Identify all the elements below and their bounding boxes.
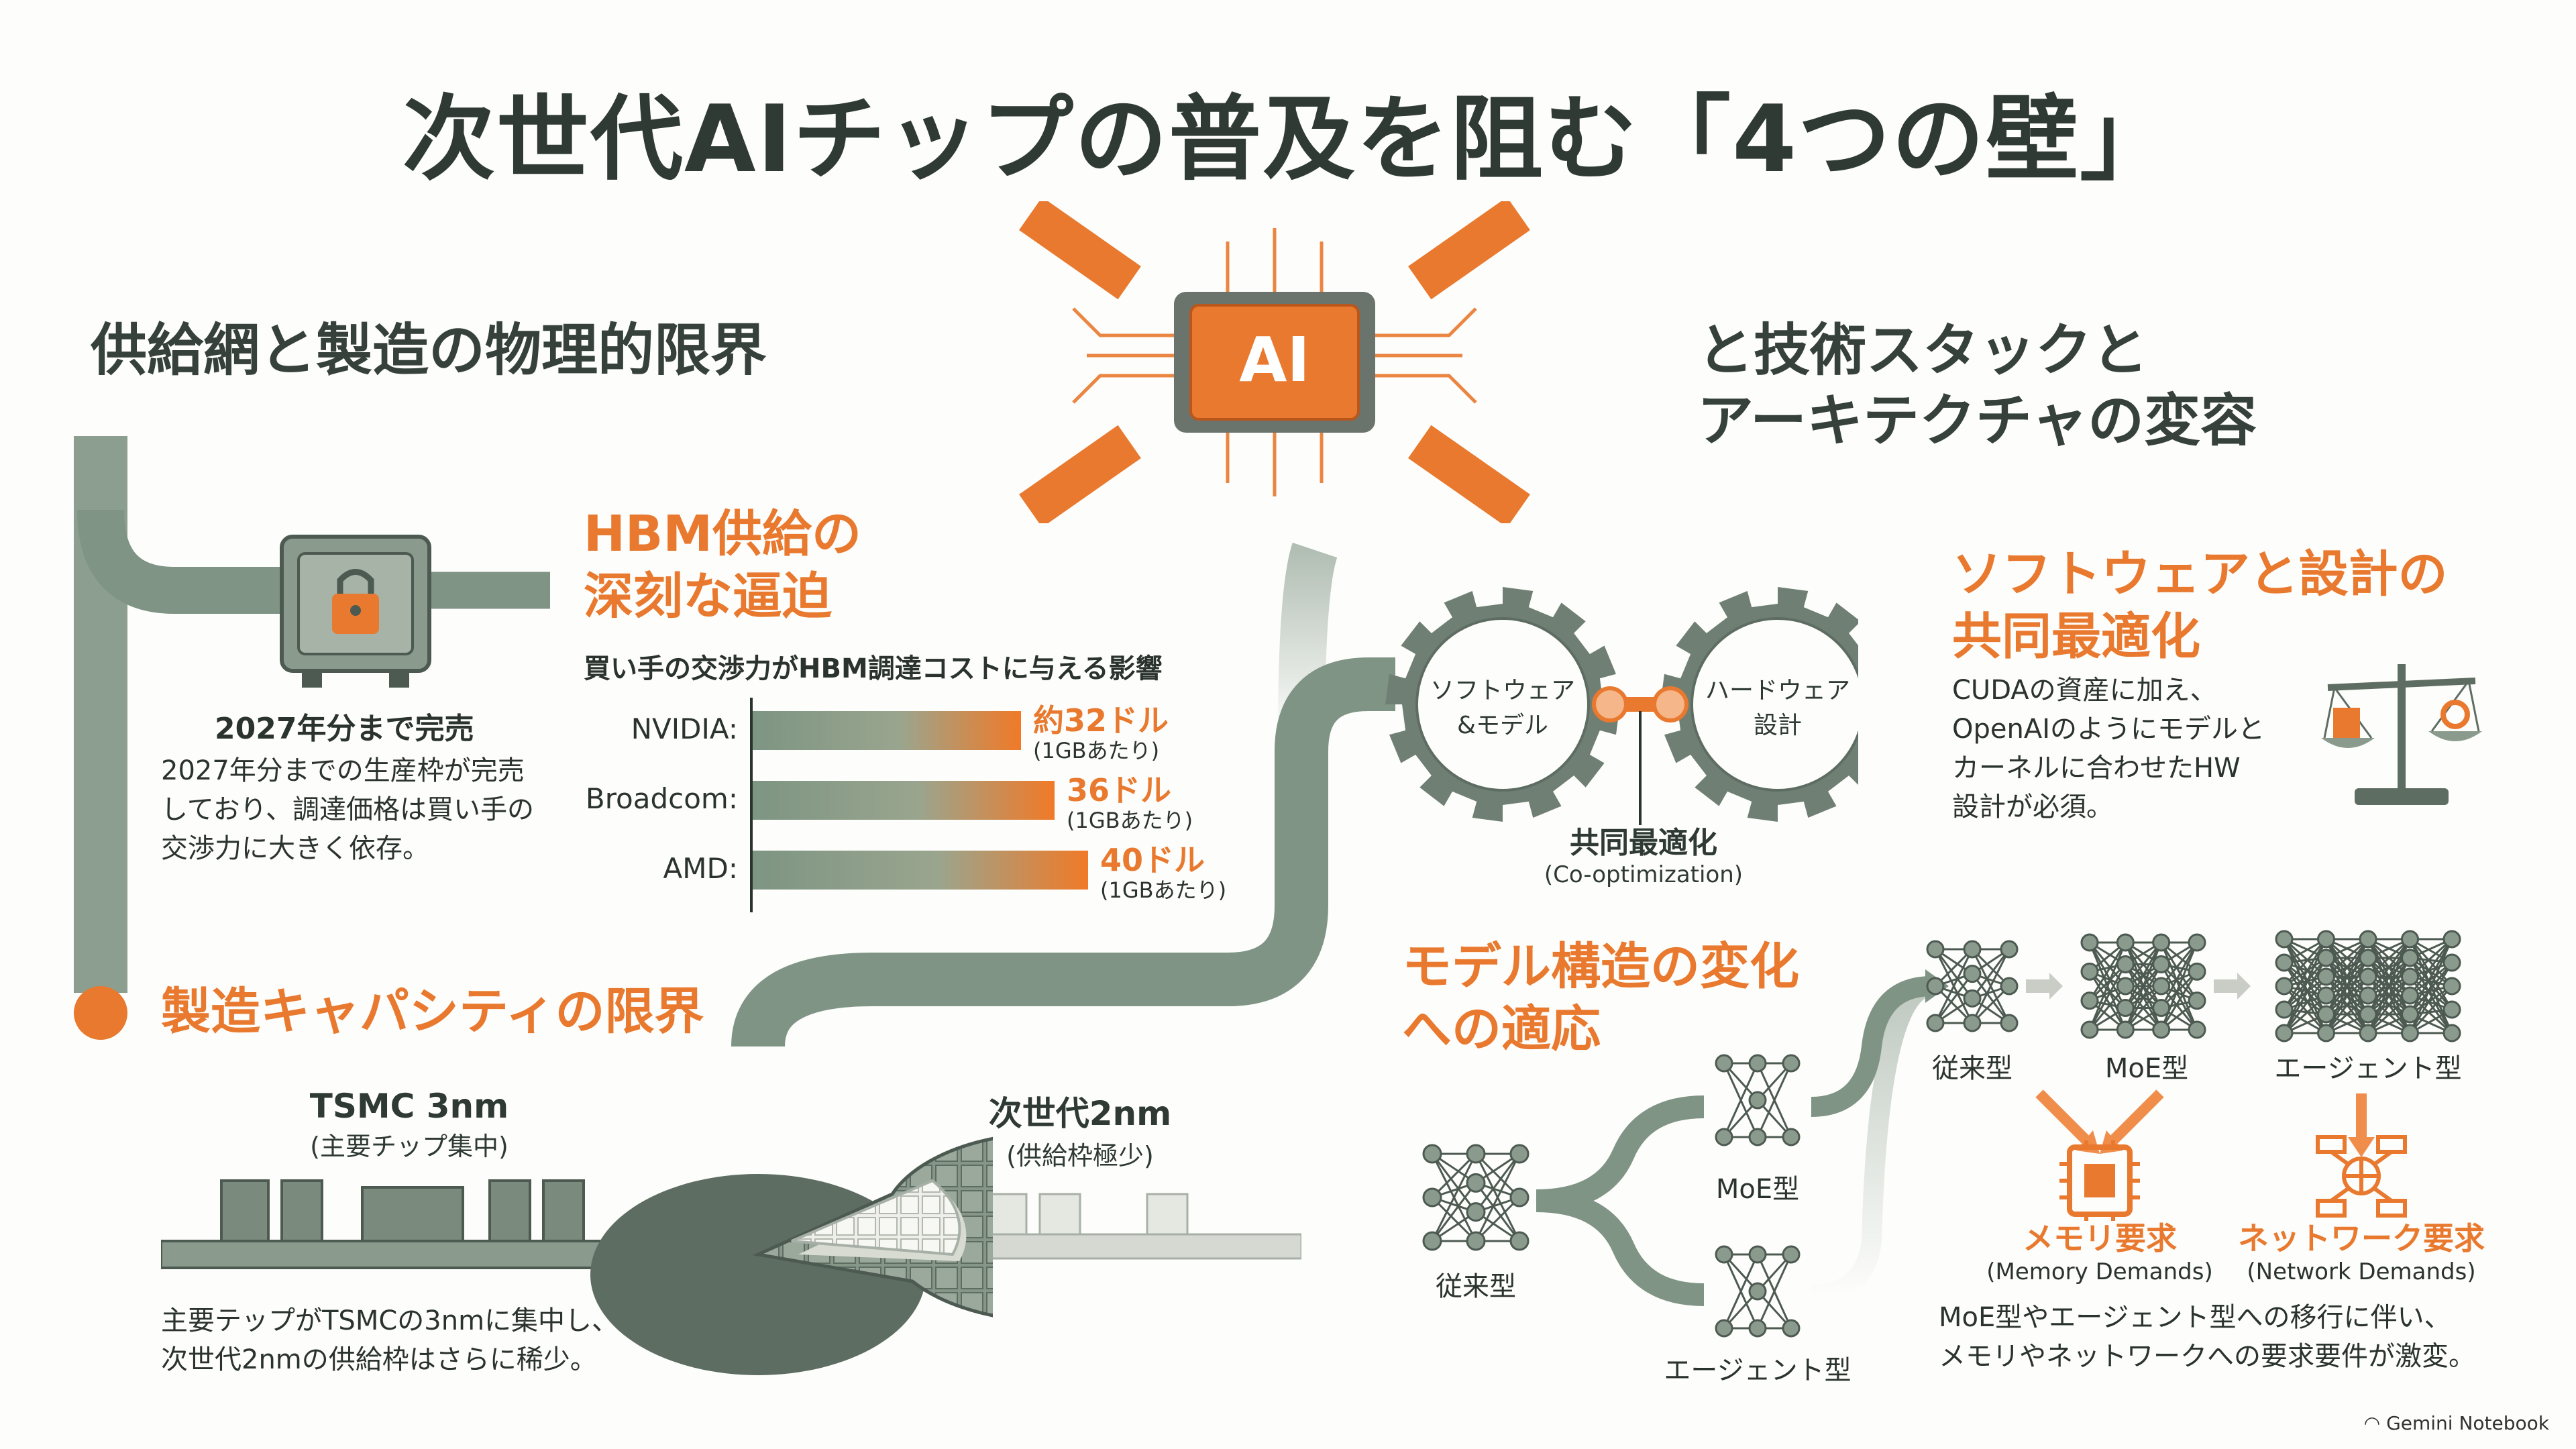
svg-text:AI: AI xyxy=(1239,324,1309,396)
tsmc3-sub: (主要チップ集中) xyxy=(310,1132,508,1161)
chart-title: 買い手の交渉力がHBM調達コストに与える影響 xyxy=(584,653,1163,684)
right-heading: と技術スタックと アーキテクチャの変容 xyxy=(1697,315,2257,456)
orange-dot xyxy=(74,986,127,1040)
arrows xyxy=(2026,973,2251,1000)
bar-unit-label: (1GBあたり) xyxy=(1033,738,1160,763)
model-body: MoE型やエージェント型への移行に伴い、 メモリやネットワークへの要求要件が激変… xyxy=(1939,1298,2475,1376)
tsmc3-label: TSMC 3nm (主要チップ集中) xyxy=(268,1087,550,1163)
manufacturing-body-line: 主要テップがTSMCの3nmに集中し、 xyxy=(161,1305,619,1336)
network-icon-conventional xyxy=(1422,1144,1529,1251)
right-heading-line1: と技術スタックと xyxy=(1697,317,2149,383)
sold-out-body-line: 交渉力に大きく依存。 xyxy=(161,833,429,864)
seq-label-1: 従来型 xyxy=(1932,1053,2012,1084)
cooptimization-title: 共同最適化 xyxy=(1570,826,1717,860)
seq-label-3: エージェント型 xyxy=(2274,1053,2462,1084)
next2-title: 次世代2nm xyxy=(988,1094,1172,1133)
bar-category-label: AMD: xyxy=(663,852,738,885)
sold-out-body: 2027年分までの生産枠が完売 しており、調達価格は買い手の 交渉力に大きく依存… xyxy=(161,751,534,868)
hbm-heading: HBM供給の 深刻な逼迫 xyxy=(584,503,861,627)
network-demand-sub: (Network Demands) xyxy=(2247,1258,2476,1285)
gear-right-label: ハードウェア 設計 xyxy=(1677,671,1878,741)
wafer-illustration xyxy=(590,1136,993,1375)
manufacturing-body: 主要テップがTSMCの3nmに集中し、 次世代2nmの供給枠はさらに稀少。 xyxy=(161,1301,619,1379)
seq-label-2: MoE型 xyxy=(2104,1053,2189,1084)
network-demand-title: ネットワーク要求 xyxy=(2238,1220,2485,1256)
cooptimization-heading-line: 共同最適化 xyxy=(1952,607,2200,665)
manufacturing-heading: 製造キャパシティの限界 xyxy=(161,983,704,1040)
memory-demand-title: メモリ要求 xyxy=(2023,1220,2177,1256)
manufacturing-body-line: 次世代2nmの供給枠はさらに稀少。 xyxy=(161,1344,597,1375)
sold-out-body-line: しており、調達価格は買い手の xyxy=(161,794,534,825)
left-heading: 供給網と製造の物理的限界 xyxy=(91,317,767,383)
network-icon-agent xyxy=(1715,1245,1801,1338)
model-heading-line: モデル構造の変化 xyxy=(1402,938,1799,996)
cooptimization-heading-line: ソフトウェアと設計の xyxy=(1952,545,2448,603)
bar xyxy=(753,711,1021,750)
ai-chip-illustration: AI xyxy=(1019,201,1530,523)
bar xyxy=(753,851,1088,890)
hbm-heading-line2: 深刻な逼迫 xyxy=(584,567,832,625)
memory-demand-sub: (Memory Demands) xyxy=(1986,1258,2213,1285)
next2-sub: (供給枠極少) xyxy=(1006,1141,1154,1171)
gear-right-line: ハードウェア xyxy=(1705,677,1850,704)
gear-left-line: ソフトウェア xyxy=(1430,677,1575,704)
network-icon-seq-conventional xyxy=(1926,940,2019,1032)
network-icon-seq-moe xyxy=(2080,933,2206,1039)
bar-value-label: 40ドル xyxy=(1100,842,1205,878)
bar-unit-label: (1GBあたり) xyxy=(1100,877,1227,903)
memory-demand: メモリ要求 (Memory Demands) xyxy=(1966,1214,2234,1285)
tsmc3-title: TSMC 3nm xyxy=(309,1087,509,1126)
network-icon-seq-agent xyxy=(2275,930,2461,1042)
bar-category-label: Broadcom: xyxy=(585,782,738,815)
balance-scale-icon xyxy=(2321,664,2482,805)
gear-left-label: ソフトウェア &モデル xyxy=(1402,671,1603,741)
model-heading: モデル構造の変化 への適応 xyxy=(1402,936,1799,1060)
cooptimization-body-line: カーネルに合わせたHW xyxy=(1952,753,2241,784)
locked-safe-icon xyxy=(280,535,431,688)
cooptimization-body-line: CUDAの資産に加え、 xyxy=(1952,675,2217,706)
model-body-line: メモリやネットワークへの要求要件が激変。 xyxy=(1939,1341,2475,1372)
bar-unit-label: (1GBあたり) xyxy=(1067,808,1193,833)
sold-out-body-line: 2027年分までの生産枠が完売 xyxy=(161,755,525,786)
brand-label: ◠ Gemini Notebook xyxy=(2364,1412,2549,1434)
model-body-line: MoE型やエージェント型への移行に伴い、 xyxy=(1939,1302,2451,1333)
network-demand: ネットワーク要求 (Network Demands) xyxy=(2227,1214,2496,1285)
tree-root-label: 従来型 xyxy=(1436,1271,1516,1302)
hbm-heading-line1: HBM供給の xyxy=(584,505,861,563)
hbm-cost-bar-chart: NVIDIA:約32ドル(1GBあたり)Broadcom:36ドル(1GBあたり… xyxy=(564,698,1234,926)
page-title: 次世代AIチップの普及を阻む「4つの壁」 xyxy=(402,85,2174,193)
gear-right-line: 設計 xyxy=(1753,712,1802,739)
gears-illustration xyxy=(1385,587,1858,825)
cooptimization-body: CUDAの資産に加え、 OpenAIのようにモデルと カーネルに合わせたHW 設… xyxy=(1952,671,2265,826)
memory-chip-icon xyxy=(2059,1140,2140,1221)
sold-out-title: 2027年分まで完売 xyxy=(215,712,474,746)
bar xyxy=(753,781,1055,820)
cooptimization-body-line: 設計が必須。 xyxy=(1952,792,2113,822)
right-heading-line2: アーキテクチャの変容 xyxy=(1697,388,2257,453)
next2-label: 次世代2nm (供給枠極少) xyxy=(939,1087,1221,1172)
cooptimization-label: 共同最適化 (Co-optimization) xyxy=(1509,818,1778,888)
bar-value-label: 36ドル xyxy=(1067,772,1172,808)
bar-category-label: NVIDIA: xyxy=(631,712,738,745)
tree-bottom-label: エージェント型 xyxy=(1664,1355,1851,1386)
chart-axis xyxy=(750,698,753,912)
network-server-icon xyxy=(2316,1135,2407,1218)
brand-text: Gemini Notebook xyxy=(2386,1412,2549,1434)
gear-left-line: &モデル xyxy=(1456,712,1549,739)
network-icon-moe xyxy=(1715,1054,1801,1146)
tree-top-label: MoE型 xyxy=(1715,1174,1800,1205)
bar-value-label: 約32ドル xyxy=(1033,702,1169,739)
cooptimization-body-line: OpenAIのようにモデルと xyxy=(1952,714,2265,745)
gemini-logo-icon: ◠ xyxy=(2363,1412,2387,1434)
model-heading-line: への適応 xyxy=(1402,1000,1601,1058)
cooptimization-heading: ソフトウェアと設計の 共同最適化 xyxy=(1952,543,2448,667)
cooptimization-sub: (Co-optimization) xyxy=(1544,861,1743,888)
